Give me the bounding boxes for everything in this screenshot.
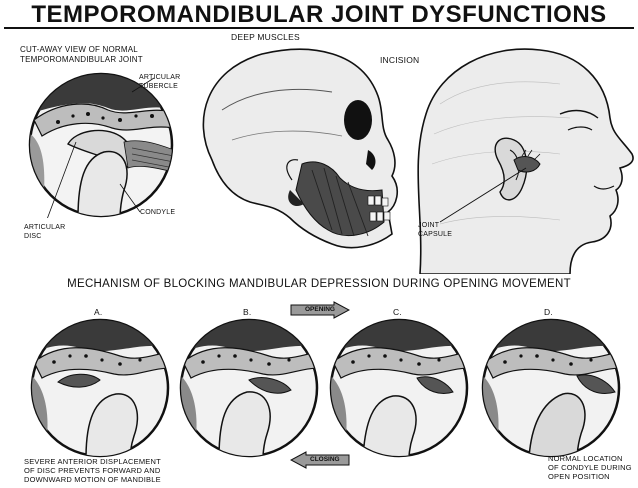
cutaway-label-line1: CUT-AWAY VIEW OF NORMAL xyxy=(20,46,138,54)
panel-label-c: C. xyxy=(393,308,402,317)
mechanism-heading: MECHANISM OF BLOCKING MANDIBULAR DEPRESS… xyxy=(0,279,638,291)
joint-panel-b xyxy=(179,318,319,458)
articular-disc-label-2: DISC xyxy=(24,233,42,240)
caption-a-line1: SEVERE ANTERIOR DISPLACEMENT xyxy=(24,458,161,466)
joint-capsule-label-1: JOINT xyxy=(418,222,439,229)
skull-deep-muscles-illustration xyxy=(192,40,412,270)
articular-tubercle-label-1: ARTICULAR xyxy=(139,74,180,81)
caption-d-line1: NORMAL LOCATION xyxy=(548,455,623,463)
articular-disc-label-1: ARTICULAR xyxy=(24,224,65,231)
panel-label-b: B. xyxy=(243,308,251,317)
joint-panel-a xyxy=(30,318,170,458)
cutaway-label-line2: TEMPOROMANDIBULAR JOINT xyxy=(20,56,143,64)
head-incision-illustration xyxy=(410,44,636,274)
joint-panel-c xyxy=(329,318,469,458)
joint-capsule-label-2: CAPSULE xyxy=(418,231,452,238)
page-title: TEMPOROMANDIBULAR JOINT DYSFUNCTIONS xyxy=(0,3,638,27)
panel-label-a: A. xyxy=(94,308,102,317)
caption-a-line3: DOWNWARD MOTION OF MANDIBLE xyxy=(24,476,161,484)
caption-a-line2: OF DISC PREVENTS FORWARD AND xyxy=(24,467,160,475)
articular-tubercle-label-2: TUBERCLE xyxy=(139,83,178,90)
opening-label: OPENING xyxy=(305,306,335,313)
caption-d-line2: OF CONDYLE DURING xyxy=(548,464,632,472)
title-underline xyxy=(4,27,634,29)
opening-arrow: OPENING xyxy=(290,301,350,319)
caption-d-line3: OPEN POSITION xyxy=(548,473,610,481)
panel-label-d: D. xyxy=(544,308,553,317)
joint-panel-d xyxy=(481,318,621,458)
condyle-label: CONDYLE xyxy=(140,209,175,216)
cutaway-joint-illustration xyxy=(28,72,174,218)
